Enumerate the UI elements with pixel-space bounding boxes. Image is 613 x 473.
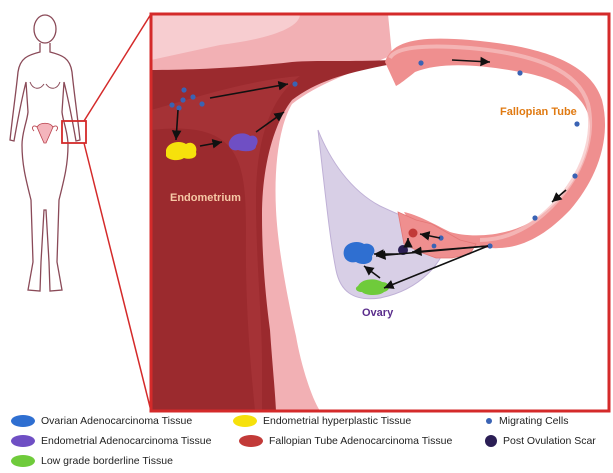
blob-yellow-icon bbox=[232, 414, 258, 428]
dot-blue-icon bbox=[484, 414, 494, 428]
migrating-cell bbox=[532, 215, 537, 220]
migrating-cell bbox=[487, 243, 492, 248]
ovarian-adeno-blob bbox=[344, 242, 375, 264]
zoom-panel: Endometrium Fallopian Tube Ovary bbox=[151, 14, 609, 411]
legend-label: Migrating Cells bbox=[499, 415, 568, 427]
hyperplastic-tissue-blob bbox=[166, 142, 196, 160]
blob-green-icon bbox=[10, 454, 36, 468]
legend-label: Low grade borderline Tissue bbox=[41, 455, 173, 467]
endometrium-label: Endometrium bbox=[170, 192, 241, 204]
migrating-cell bbox=[292, 81, 297, 86]
migrating-cell bbox=[190, 94, 195, 99]
blob-red-icon bbox=[238, 434, 264, 448]
blob-purple-icon bbox=[10, 434, 36, 448]
fallopian-tube-label: Fallopian Tube bbox=[500, 106, 577, 118]
migrating-cell bbox=[574, 121, 579, 126]
legend-label: Post Ovulation Scar bbox=[503, 435, 596, 447]
legend-label: Fallopian Tube Adenocarcinoma Tissue bbox=[269, 435, 452, 447]
migrating-cell bbox=[432, 244, 437, 249]
blob-blue-icon bbox=[10, 414, 36, 428]
fallopian-adeno-blob bbox=[409, 229, 418, 238]
migrating-cell bbox=[199, 101, 204, 106]
migrating-cell bbox=[169, 102, 174, 107]
migrating-cell bbox=[181, 87, 186, 92]
legend-item-endometrial-adeno: Endometrial Adenocarcinoma Tissue bbox=[10, 434, 211, 448]
legend-item-scar: Post Ovulation Scar bbox=[484, 434, 596, 448]
migrating-cell bbox=[418, 60, 423, 65]
zoom-line-top bbox=[84, 14, 151, 121]
dot-dark-icon bbox=[484, 434, 498, 448]
female-body-icon bbox=[10, 15, 80, 291]
migrating-cell bbox=[517, 70, 522, 75]
migrating-cell bbox=[180, 97, 185, 102]
migrating-cell bbox=[176, 105, 181, 110]
small-uterus-icon bbox=[33, 123, 58, 143]
legend-label: Ovarian Adenocarcinoma Tissue bbox=[41, 415, 192, 427]
legend-item-fallopian-adeno: Fallopian Tube Adenocarcinoma Tissue bbox=[238, 434, 452, 448]
migrating-cell bbox=[572, 173, 577, 178]
legend-item-low-grade: Low grade borderline Tissue bbox=[10, 454, 173, 468]
ovary-label: Ovary bbox=[362, 307, 394, 319]
legend-label: Endometrial Adenocarcinoma Tissue bbox=[41, 435, 211, 447]
legend-item-migrating: Migrating Cells bbox=[484, 414, 568, 428]
legend: Ovarian Adenocarcinoma Tissue Endometria… bbox=[0, 412, 613, 473]
legend-item-hyperplastic: Endometrial hyperplastic Tissue bbox=[232, 414, 411, 428]
legend-item-ovarian: Ovarian Adenocarcinoma Tissue bbox=[10, 414, 192, 428]
zoom-line-bottom bbox=[84, 143, 151, 411]
legend-label: Endometrial hyperplastic Tissue bbox=[263, 415, 411, 427]
